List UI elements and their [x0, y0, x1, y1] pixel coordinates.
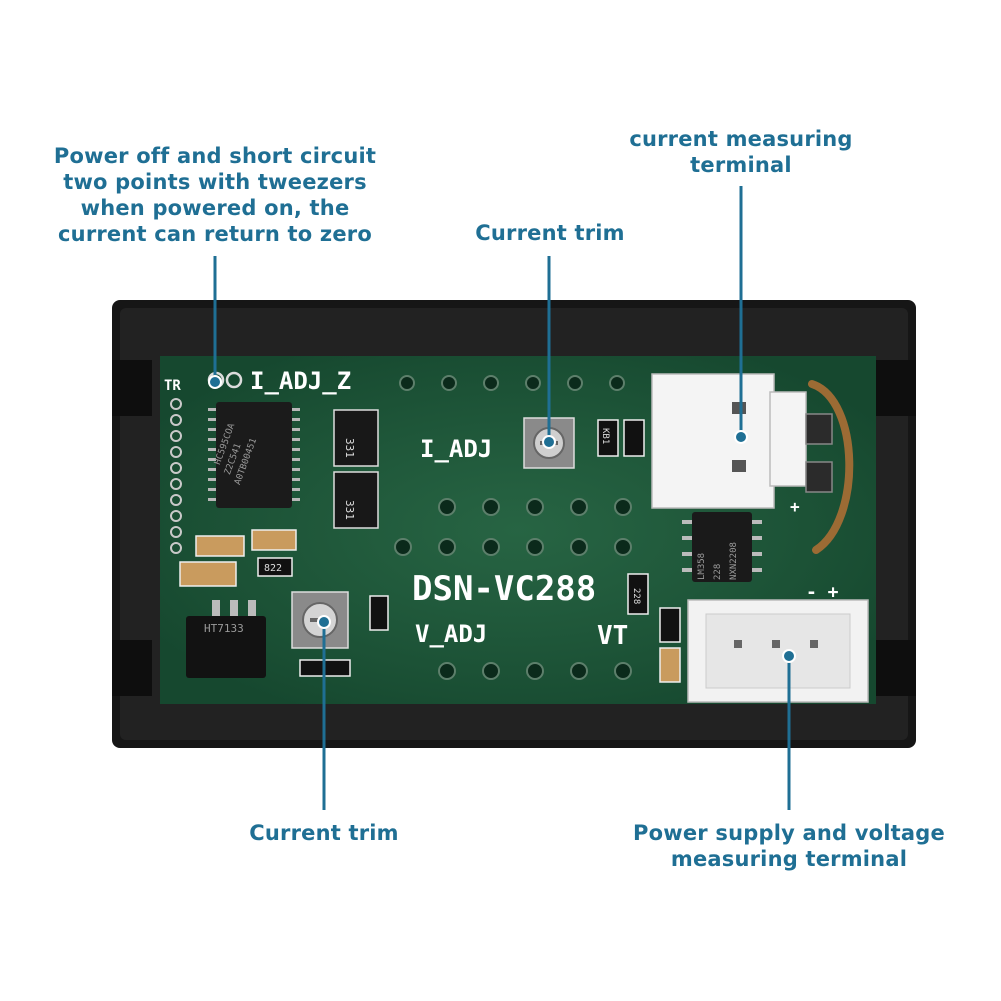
current-measuring-annotation: current measuring terminal [610, 126, 872, 178]
left-pads [170, 398, 182, 554]
smd-parts [179, 419, 681, 683]
svg-text:+: + [790, 497, 800, 516]
resistor-arrays [333, 409, 379, 529]
silk-tr: TR [164, 378, 181, 394]
current-measuring-line-1: current measuring [629, 127, 853, 151]
regulator-marking: HT7133 [204, 622, 244, 635]
regulator [186, 600, 266, 678]
silk-i-adj-z: I_ADJ_Z [250, 367, 351, 395]
current-trim-top-annotation: Current trim [450, 220, 650, 246]
current-terminal [651, 373, 807, 509]
lm358-chip [682, 512, 762, 582]
current-trim-top-line-1: Current trim [475, 221, 625, 245]
via-grid [394, 375, 632, 680]
current-trim-bottom-line-1: Current trim [249, 821, 399, 845]
short-circuit-line-4: current can return to zero [58, 222, 372, 246]
short-circuit-annotation: Power off and short circuit two points w… [40, 143, 390, 247]
silk-331a: 331 [343, 438, 356, 458]
shunt-wire [808, 380, 854, 554]
main-ic [208, 402, 300, 508]
current-trim-bottom-annotation: Current trim [224, 820, 424, 846]
silk-model: DSN-VC288 [412, 569, 596, 609]
silk-kb1: KB1 [600, 428, 610, 444]
power-supply-annotation: Power supply and voltage measuring termi… [628, 820, 950, 872]
lm-chip-marking-2: 228 [713, 564, 723, 580]
silk-v-adj: V_ADJ [415, 620, 487, 648]
current-measuring-line-2: terminal [690, 153, 792, 177]
svg-text:- +: - + [806, 582, 839, 603]
silk-331b: 331 [343, 500, 356, 520]
short-circuit-line-3: when powered on, the [80, 196, 350, 220]
leader-dots [208, 375, 796, 663]
short-circuit-line-2: two points with tweezers [63, 170, 367, 194]
silk-228: 228 [631, 588, 641, 604]
leader-lines [213, 186, 791, 810]
silk-vt: VT [597, 621, 628, 651]
power-terminal [687, 599, 869, 703]
lm-chip-marking-3: NXN2208 [729, 542, 739, 580]
short-circuit-line-1: Power off and short circuit [53, 144, 377, 168]
lm-chip-marking-1: LM358 [697, 553, 707, 580]
power-supply-line-2: measuring terminal [670, 847, 908, 871]
silk-i-adj: I_ADJ [420, 435, 492, 463]
silk-822: 822 [264, 563, 282, 574]
power-supply-line-1: Power supply and voltage [633, 821, 945, 845]
